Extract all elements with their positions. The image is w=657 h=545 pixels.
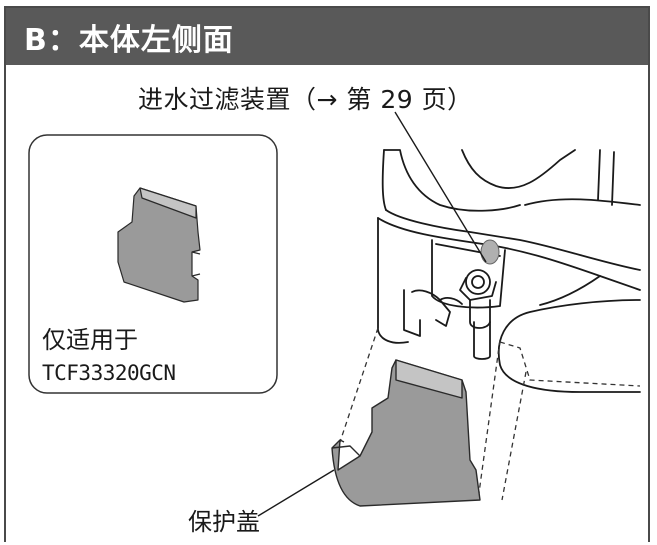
inset-caption: 仅适用于 TCF33320GCN xyxy=(42,320,176,385)
callout-leader-line xyxy=(394,111,487,263)
section-header: B：本体左侧面 xyxy=(6,8,648,65)
model-number: TCF33320GCN xyxy=(42,361,176,385)
water-inlet-filter-callout: 进水过滤装置（→ 第 29 页） xyxy=(138,85,473,114)
filter-cap-icon xyxy=(480,239,500,265)
section-title: B：本体左侧面 xyxy=(24,23,234,58)
cover-leader-line xyxy=(257,469,335,517)
body-outline-upper-left xyxy=(381,149,387,211)
protective-cover-label: 保护盖 xyxy=(188,508,260,536)
protective-cover-large xyxy=(331,359,481,507)
protective-cover-small xyxy=(117,187,201,303)
applicable-label: 仅适用于 xyxy=(42,326,138,354)
